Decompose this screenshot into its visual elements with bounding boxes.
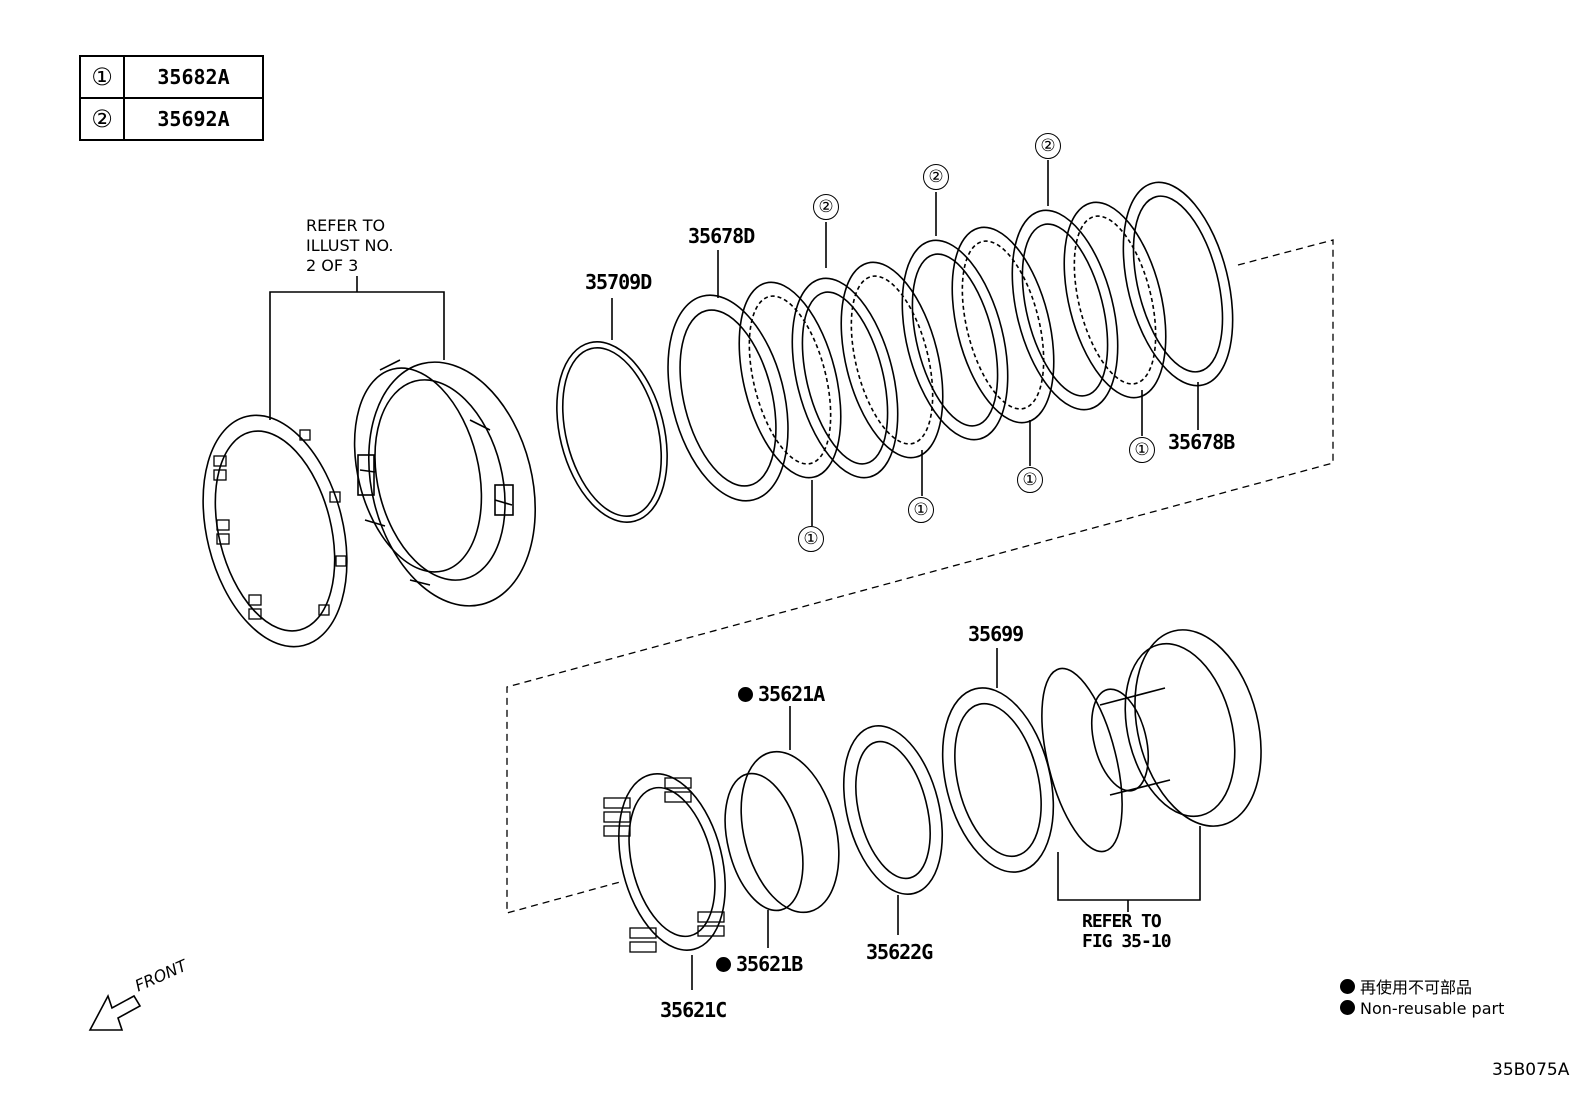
legend-text: 再使用不可部品 — [1360, 978, 1473, 997]
refer-line: FIG 35-10 — [1082, 931, 1172, 952]
part-label-35678D: 35678D — [688, 224, 755, 248]
marker-one: ① — [1017, 467, 1043, 493]
refer-line: REFER TO — [1082, 911, 1162, 932]
refer-illust-note: REFER TO ILLUST NO. 2 OF 3 — [306, 216, 393, 276]
refer-fig-bracket — [1057, 826, 1201, 901]
legend-text: Non-reusable part — [1360, 999, 1505, 1018]
snap-ring — [556, 298, 668, 523]
nonreusable-legend-en: Non-reusable part — [1340, 999, 1504, 1018]
nonreusable-dot-icon — [738, 687, 753, 702]
refer-line: REFER TO — [306, 216, 386, 235]
marker-two: ② — [923, 164, 949, 190]
legend-symbol: ① — [79, 55, 125, 99]
figure-id: 35B075A — [1492, 1060, 1570, 1080]
bearing-ring — [842, 725, 944, 935]
part-label-35621C: 35621C — [660, 998, 727, 1022]
marker-one: ① — [908, 497, 934, 523]
legend-part: 35682A — [123, 55, 264, 99]
nonreusable-dot-icon — [1340, 979, 1355, 994]
part-label-35621A: 35621A — [738, 682, 825, 706]
part-number: 35621B — [736, 952, 803, 976]
marker-two: ② — [1035, 133, 1061, 159]
marker-two: ② — [813, 194, 839, 220]
nonreusable-dot-icon — [716, 957, 731, 972]
refer-bracket — [269, 291, 445, 420]
clutch-hub — [1091, 629, 1262, 827]
marker-one: ① — [1129, 437, 1155, 463]
front-arrow-icon — [88, 993, 142, 1031]
legend-row: ② 35692A — [79, 97, 264, 141]
refer-line: 2 OF 3 — [306, 256, 359, 275]
nonreusable-dot-icon — [1340, 1000, 1355, 1015]
piston — [941, 648, 1123, 873]
dashed-boundary — [506, 239, 1334, 914]
refer-line: ILLUST NO. — [306, 236, 394, 255]
part-label-35709D: 35709D — [585, 270, 652, 294]
part-label-35621B: 35621B — [716, 952, 803, 976]
part-label-35699: 35699 — [968, 622, 1024, 646]
clutch-plate-stack — [667, 160, 1234, 526]
spring-plate-lower — [603, 773, 726, 990]
part-label-35678B: 35678B — [1168, 430, 1235, 454]
part-number: 35621A — [758, 682, 825, 706]
nonreusable-legend-jp: 再使用不可部品 — [1340, 974, 1472, 998]
seal-rings — [724, 706, 840, 948]
legend-symbol: ② — [79, 97, 125, 141]
legend-table: ① 35682A ② 35692A — [79, 55, 264, 141]
refer-fig-note: REFER TO FIG 35-10 — [1082, 911, 1172, 952]
marker-one: ① — [798, 526, 824, 552]
spring-plate-upper — [202, 414, 348, 648]
clutch-drum — [353, 359, 537, 607]
legend-row: ① 35682A — [79, 55, 264, 99]
part-label-35622G: 35622G — [866, 940, 933, 964]
legend-part: 35692A — [123, 97, 264, 141]
